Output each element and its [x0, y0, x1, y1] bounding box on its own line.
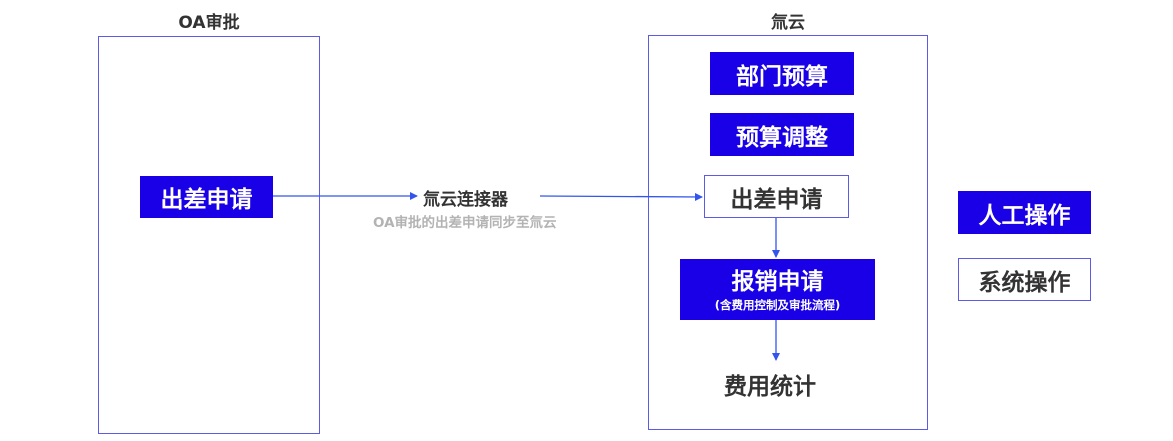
chuanyun-frame — [648, 35, 928, 430]
chuanyun-travel-request-box: 出差申请 — [704, 175, 849, 218]
budget-adjust-label: 预算调整 — [736, 124, 828, 151]
oa-approval-frame — [98, 36, 320, 434]
dept-budget-label: 部门预算 — [736, 63, 828, 90]
expense-stats-label: 费用统计 — [724, 374, 816, 400]
dept-budget-box: 部门预算 — [710, 52, 854, 95]
legend-manual-label: 人工操作 — [978, 202, 1071, 229]
legend-system-label: 系统操作 — [978, 269, 1071, 296]
chuanyun-travel-request-label: 出差申请 — [730, 186, 823, 213]
reimbursement-label: 报销申请 — [731, 268, 824, 295]
reimbursement-note: (含费用控制及审批流程) — [714, 297, 841, 312]
arrow-connector-to-travel-request — [539, 192, 703, 201]
budget-adjust-box: 预算调整 — [710, 113, 854, 156]
connector-caption: OA审批的出差申请同步至氚云 — [373, 215, 557, 231]
chuanyun-title: 氚云 — [771, 13, 805, 33]
oa-approval-title: OA审批 — [178, 13, 240, 33]
oa-travel-request-box: 出差申请 — [140, 176, 273, 218]
connector-label: 氚云连接器 — [423, 190, 508, 210]
oa-travel-request-label: 出差申请 — [160, 187, 253, 213]
legend-system-box: 系统操作 — [958, 258, 1091, 301]
reimbursement-box: 报销申请 (含费用控制及审批流程) — [680, 259, 875, 320]
legend-manual-box: 人工操作 — [958, 191, 1091, 234]
